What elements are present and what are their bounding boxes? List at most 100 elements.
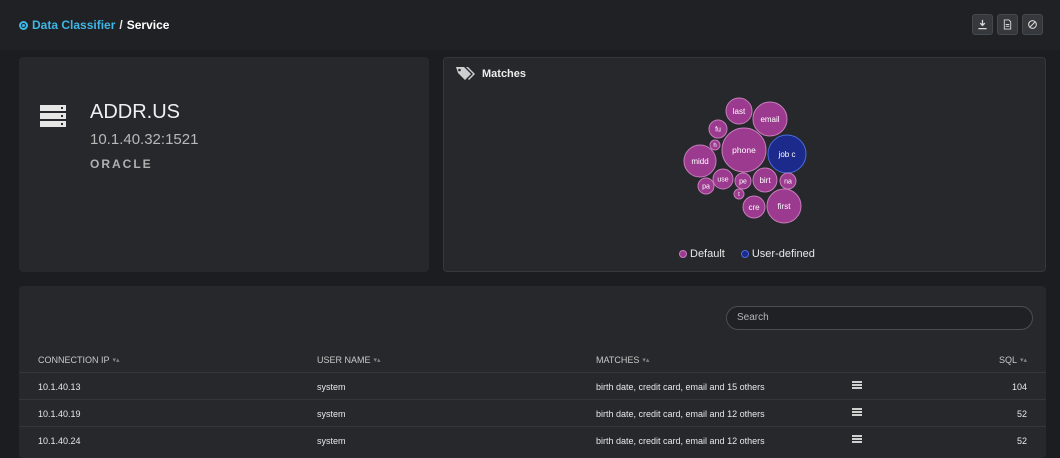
cell-sql: 104 [1011,382,1027,392]
service-name: ADDR.US [90,101,181,123]
match-bubble-phone[interactable]: phone [721,127,767,173]
column-label-matches: MATCHES [596,355,640,365]
matches-bubble-chart: last email fu h phone job c midd use pe birt na pa t… [683,97,807,224]
bubble-circle [683,144,717,178]
cell-matches: birth date, credit card, email and 12 ot… [596,436,765,446]
match-bubble-pe[interactable]: pe [734,172,752,190]
bubble-label: na [784,178,792,185]
bubble-circle [752,101,788,137]
breadcrumb: Data Classifier / Service [19,18,169,32]
bubble-label: pe [739,178,747,185]
match-bubble-cre[interactable]: cre [742,195,766,219]
match-bubble-na[interactable]: na [779,172,797,190]
bubble-circle [721,127,767,173]
bubble-circle [733,188,745,200]
legend-default-swatch [679,250,687,258]
target-icon [19,20,28,30]
disable-icon [1028,20,1037,29]
list-details-icon[interactable] [852,408,862,416]
list-details-icon[interactable] [852,381,862,389]
table-row[interactable]: 10.1.40.13 system birth date, credit car… [19,372,1046,399]
bubble-label: use [717,176,728,183]
cell-user-name: system [317,409,346,419]
bubble-label: pa [702,183,710,190]
service-address: 10.1.40.32:1521 [90,131,199,148]
table-header: CONNECTION IP▾▴ USER NAME▾▴ MATCHES▾▴ SQ… [19,350,1046,372]
bubble-circle [734,172,752,190]
search-input[interactable]: Search [726,306,1033,330]
match-bubble-pa[interactable]: pa [697,177,715,195]
bubble-label: fu [715,126,721,133]
column-label-sql: SQL [998,355,1017,365]
bubble-circle [709,139,721,151]
sort-icon: ▾▴ [373,357,381,364]
match-bubble-email[interactable]: email [752,101,788,137]
bubble-circle [708,119,728,139]
match-bubble-h[interactable]: h [709,139,721,151]
oracle-logo: ORACLE [90,157,153,171]
match-bubble-t[interactable]: t [733,188,745,200]
document-icon [1003,19,1012,30]
bubble-circle [712,168,734,190]
column-label-user-name: USER NAME [317,355,371,365]
match-bubble-job-c[interactable]: job c [767,134,807,174]
column-header-matches[interactable]: MATCHES▾▴ [596,355,649,365]
bubble-circle [697,177,715,195]
legend-user-defined-swatch [740,250,749,258]
toolbar [972,14,1043,35]
cell-connection-ip: 10.1.40.13 [38,382,81,392]
bubble-label: h [713,143,716,149]
bubble-label: first [778,202,792,211]
cell-connection-ip: 10.1.40.24 [38,436,81,446]
legend-default-label: Default [690,248,725,260]
bubble-label: job c [778,150,796,159]
matches-panel: Matches last email fu h phone job c midd use pe b… [443,57,1046,272]
disable-button[interactable] [1022,14,1043,35]
matches-title: Matches [482,68,527,80]
cell-user-name: system [317,382,346,392]
breadcrumb-separator: / [119,18,123,32]
cell-sql: 52 [1016,436,1027,446]
bubble-label: birt [759,176,771,185]
legend-user-defined-label: User-defined [751,248,815,260]
table-row[interactable]: 10.1.40.19 system birth date, credit car… [19,399,1046,426]
download-icon [978,19,987,30]
bubble-circle [742,195,766,219]
table-row[interactable]: 10.1.40.24 system birth date, credit car… [19,426,1046,453]
connections-panel: Search CONNECTION IP▾▴ USER NAME▾▴ MATCH… [19,286,1046,458]
cell-matches: birth date, credit card, email and 15 ot… [596,382,765,392]
bubble-label: email [760,115,779,124]
tags-icon [456,67,475,80]
legend-default[interactable]: Default [679,248,725,260]
breadcrumb-current: Service [126,18,170,32]
breadcrumb-link-data-classifier[interactable]: Data Classifier [32,18,116,32]
cell-user-name: system [317,436,346,446]
bubble-label: midd [691,157,708,166]
sort-icon: ▾▴ [1019,357,1027,364]
sort-icon: ▾▴ [112,357,120,364]
column-header-connection-ip[interactable]: CONNECTION IP▾▴ [38,355,120,365]
bubble-circle [752,167,778,193]
matches-legend: Default User-defined [679,248,815,260]
cell-connection-ip: 10.1.40.19 [38,409,81,419]
server-icon [40,105,66,127]
bubble-circle [725,97,753,125]
top-bar: Data Classifier / Service [0,0,1060,50]
export-document-button[interactable] [997,14,1018,35]
match-bubble-last[interactable]: last [725,97,753,125]
match-bubble-midd[interactable]: midd [683,144,717,178]
bubble-label: phone [732,145,756,155]
match-bubble-first[interactable]: first [766,188,802,224]
column-header-sql[interactable]: SQL▾▴ [999,355,1027,365]
download-button[interactable] [972,14,993,35]
list-details-icon[interactable] [852,435,862,443]
match-bubble-fu[interactable]: fu [708,119,728,139]
bubble-label: last [733,107,746,116]
cell-sql: 52 [1016,409,1027,419]
column-header-user-name[interactable]: USER NAME▾▴ [317,355,381,365]
match-bubble-birt[interactable]: birt [752,167,778,193]
match-bubble-use[interactable]: use [712,168,734,190]
sort-icon: ▾▴ [642,357,650,364]
cell-matches: birth date, credit card, email and 12 ot… [596,409,765,419]
legend-user-defined[interactable]: User-defined [740,248,815,260]
